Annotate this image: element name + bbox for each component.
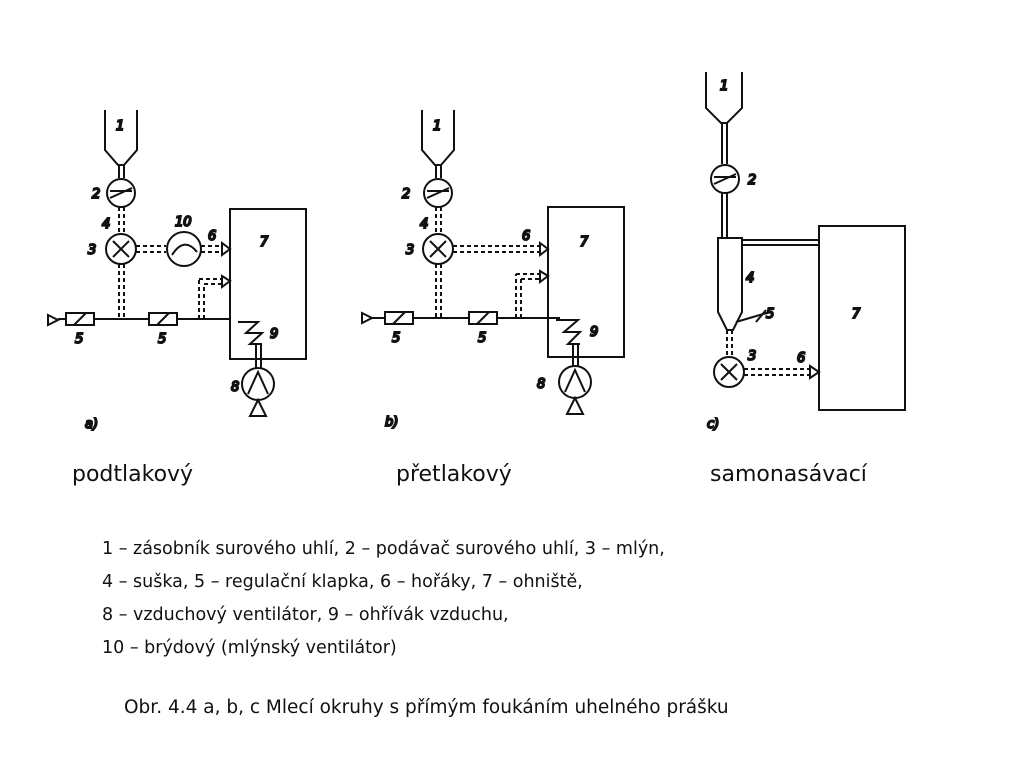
label-c-furnace: 7 bbox=[852, 307, 861, 322]
coal-bunker-a bbox=[104, 110, 138, 166]
furnace-b bbox=[547, 206, 625, 358]
label-b-mill: 3 bbox=[406, 243, 414, 258]
diagram-c: 1 2 4 5 3 6 7 c) bbox=[705, 72, 906, 433]
sublabel-a: a) bbox=[85, 417, 98, 432]
coal-feeder-b bbox=[423, 178, 453, 208]
caption-pretlakovy: přetlakový bbox=[396, 462, 512, 487]
label-a-mill: 3 bbox=[88, 243, 96, 258]
mill-a bbox=[105, 233, 137, 265]
coal-bunker-b bbox=[421, 110, 455, 166]
legend: 1 – zásobník surového uhlí, 2 – podávač … bbox=[102, 533, 665, 665]
label-b-airfan: 8 bbox=[537, 377, 545, 392]
label-a-dryer: 4 bbox=[102, 217, 110, 232]
label-b-heater: 9 bbox=[590, 325, 598, 340]
label-a-fan10: 10 bbox=[175, 215, 192, 230]
air-fan-a bbox=[241, 367, 275, 417]
label-a-airfan: 8 bbox=[231, 380, 239, 395]
label-c-dryer: 4 bbox=[746, 271, 754, 286]
caption-podtlakovy: podtlakový bbox=[72, 462, 194, 487]
label-c-bunker: 1 bbox=[720, 79, 728, 94]
caption-samonasavaci: samonasávací bbox=[710, 462, 867, 487]
air-fan-b bbox=[558, 365, 592, 415]
burner-b bbox=[539, 241, 550, 257]
figure-caption: Obr. 4.4 a, b, c Mlecí okruhy s přímým f… bbox=[124, 697, 729, 718]
sublabel-c: c) bbox=[707, 417, 719, 432]
label-c-burner: 6 bbox=[797, 351, 805, 366]
diagram-a: 1 2 4 3 10 6 bbox=[47, 110, 307, 433]
label-b-furnace: 7 bbox=[580, 235, 589, 250]
schematic-diagrams: 1 2 4 3 10 6 bbox=[47, 72, 906, 433]
burner-a bbox=[221, 241, 232, 257]
dryer-c bbox=[717, 237, 743, 331]
label-c-damper: 5 bbox=[766, 307, 774, 322]
label-b-damper1: 5 bbox=[392, 331, 400, 346]
label-b-damper2: 5 bbox=[478, 331, 486, 346]
coal-feeder-c bbox=[710, 164, 740, 194]
label-a-feeder: 2 bbox=[92, 187, 100, 202]
damper-a-right bbox=[148, 312, 178, 326]
legend-line: 8 – vzduchový ventilátor, 9 – ohřívák vz… bbox=[102, 605, 509, 625]
label-b-bunker: 1 bbox=[433, 119, 441, 134]
coal-bunker-c bbox=[705, 72, 743, 124]
mill-fan-a bbox=[166, 231, 202, 267]
label-b-feeder: 2 bbox=[402, 187, 410, 202]
furnace-a bbox=[229, 208, 307, 360]
label-a-damper2: 5 bbox=[158, 332, 166, 347]
diagram-b: 1 2 4 3 6 7 5 bbox=[361, 110, 625, 431]
label-a-burner: 6 bbox=[208, 229, 216, 244]
damper-b-right bbox=[468, 311, 498, 325]
label-a-damper1: 5 bbox=[75, 332, 83, 347]
label-c-feeder: 2 bbox=[748, 173, 756, 188]
air-heater-a bbox=[238, 321, 265, 345]
damper-c bbox=[735, 311, 771, 323]
sublabel-b: b) bbox=[385, 415, 398, 430]
mill-c bbox=[713, 356, 745, 388]
label-b-burner: 6 bbox=[522, 229, 530, 244]
furnace-c bbox=[818, 225, 906, 411]
legend-line: 4 – suška, 5 – regulační klapka, 6 – hoř… bbox=[102, 572, 583, 592]
mill-b bbox=[422, 233, 454, 265]
legend-line: 1 – zásobník surového uhlí, 2 – podávač … bbox=[102, 539, 665, 559]
air-heater-b bbox=[556, 319, 583, 345]
coal-feeder-a bbox=[106, 178, 136, 208]
burner-c bbox=[809, 364, 821, 380]
damper-b-left bbox=[384, 311, 414, 325]
legend-line: 10 – brýdový (mlýnský ventilátor) bbox=[102, 638, 397, 658]
label-a-bunker: 1 bbox=[116, 119, 124, 134]
label-c-mill: 3 bbox=[748, 349, 756, 364]
label-a-furnace: 7 bbox=[260, 235, 269, 250]
label-b-dryer: 4 bbox=[420, 217, 428, 232]
damper-a-left bbox=[65, 312, 95, 326]
label-a-heater: 9 bbox=[270, 327, 278, 342]
